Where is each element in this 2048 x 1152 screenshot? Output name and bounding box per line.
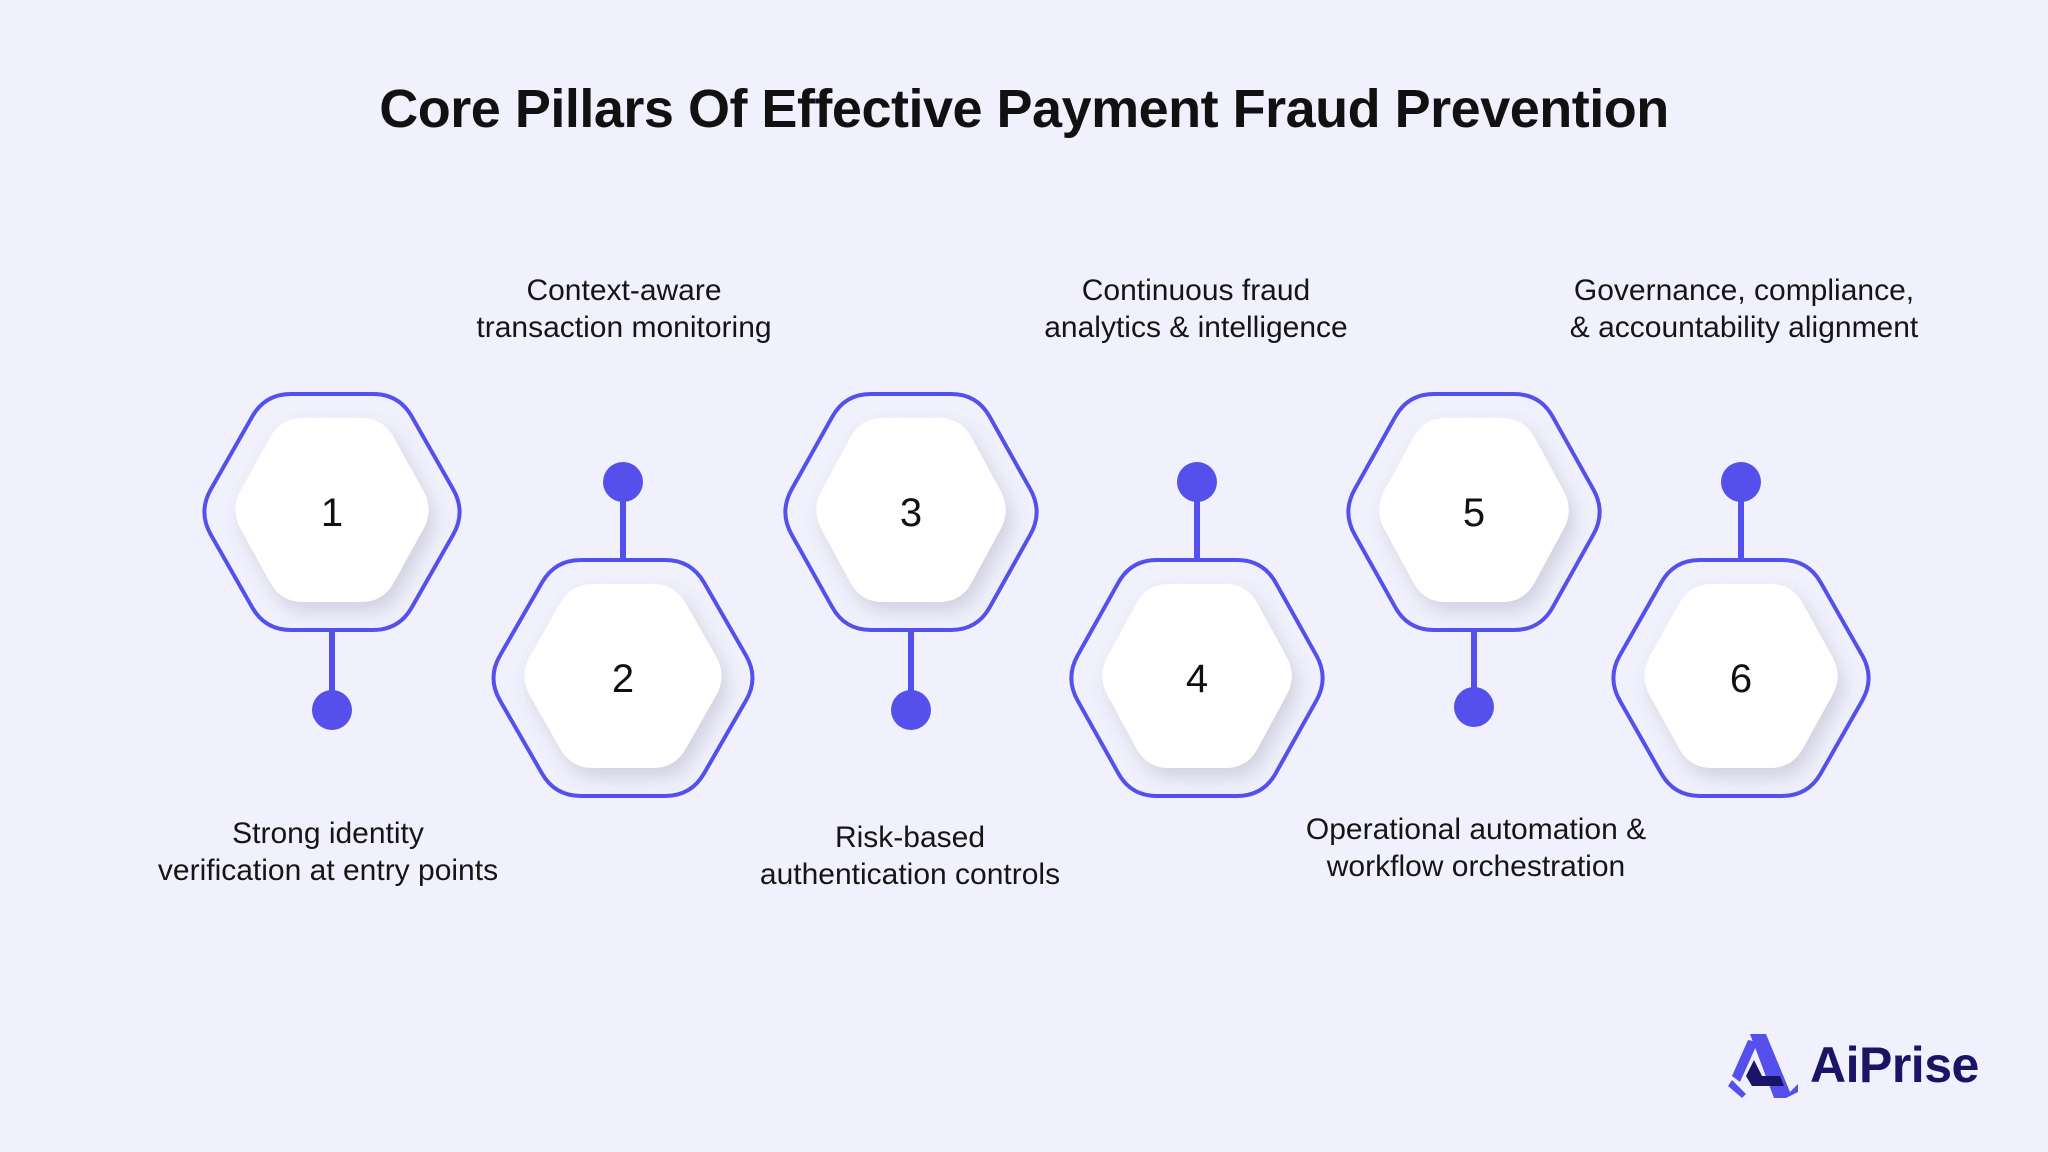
page-title: Core Pillars Of Effective Payment Fraud … [379,79,1669,139]
hexagon-outline-1 [202,392,462,632]
pillar-label-1-line2: verification at entry points [157,854,499,887]
pillar-label-2-line1: Context-aware [526,274,722,307]
pillar-label-6-line1: Governance, compliance, [1573,274,1915,307]
hexagon-inner-4 [1102,584,1292,768]
connector-dot-3 [891,690,931,730]
pillar-hexagon-4: 4 [1069,558,1325,798]
pillar-label-4: Continuous fraud analytics & intelligenc… [956,272,1436,346]
pillar-number-4: 4 [1186,657,1208,701]
pillar-label-3: Risk-based authentication controls [670,819,1150,893]
hexagon-outline-6 [1611,558,1871,798]
pillar-label-4-line1: Continuous fraud [1081,274,1311,307]
aiprise-logo-icon [1728,1034,1798,1098]
pillar-hexagon-6: 6 [1611,558,1871,798]
pillar-label-1: Strong identity verification at entry po… [88,815,568,889]
brand-name: AiPrise [1810,1037,1979,1093]
connector-dot-6 [1721,462,1761,502]
pillar-hexagon-2: 2 [491,558,755,798]
pillar-label-2-line2: transaction monitoring [476,311,772,344]
pillar-label-3-line2: authentication controls [759,858,1061,891]
pillar-number-3: 3 [900,491,922,535]
hexagon-outline-2 [491,558,755,798]
pillar-label-5-line2: workflow orchestration [1326,850,1626,883]
pillar-number-6: 6 [1730,657,1752,701]
pillar-number-1: 1 [321,491,343,535]
pillar-number-2: 2 [612,657,634,701]
hexagon-inner-3 [816,418,1006,602]
pillar-label-5-line1: Operational automation & [1305,813,1647,846]
pillar-number-5: 5 [1463,491,1485,535]
hexagon-outline-5 [1346,392,1602,632]
connector-dot-5 [1454,687,1494,727]
pillar-label-6: Governance, compliance, & accountability… [1504,272,1984,346]
brand-logo: AiPrise [1728,1030,1979,1100]
hexagon-inner-5 [1379,418,1569,602]
hexagon-inner-2 [524,584,722,768]
connector-dot-4 [1177,462,1217,502]
pillar-label-2: Context-aware transaction monitoring [384,272,864,346]
pillar-hexagon-1: 1 [202,392,462,632]
pillar-label-1-line1: Strong identity [232,817,424,850]
pillar-label-4-line2: analytics & intelligence [1044,311,1348,344]
connector-dot-2 [603,462,643,502]
pillar-label-5: Operational automation & workflow orches… [1236,811,1716,885]
pillar-hexagon-5: 5 [1346,392,1602,632]
hexagon-outline-4 [1069,558,1325,798]
hexagon-outline-3 [783,392,1039,632]
pillar-label-3-line1: Risk-based [834,821,986,854]
hexagon-inner-1 [235,418,429,602]
connector-dot-1 [312,690,352,730]
pillar-label-6-line2: & accountability alignment [1569,311,1919,344]
pillar-hexagon-3: 3 [783,392,1039,632]
hexagon-inner-6 [1644,584,1838,768]
